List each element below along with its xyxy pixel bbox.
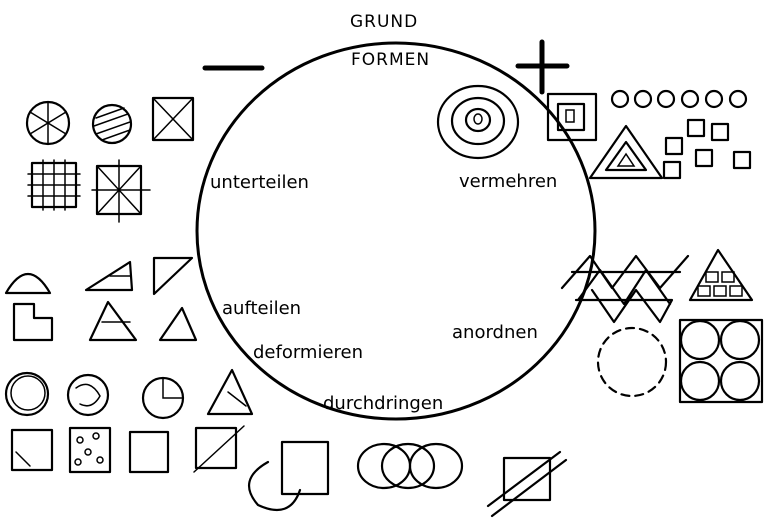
main-circle <box>195 41 597 421</box>
label-deformieren: deformieren <box>253 342 364 363</box>
label-durchdringen: durchdringen <box>323 393 444 414</box>
plus-sign <box>515 39 570 95</box>
deformed-shapes-sketch <box>4 368 254 474</box>
divided-shapes-sketch <box>25 96 195 223</box>
title-line-1: GRUND <box>350 12 419 32</box>
title-line-2: FORMEN <box>351 50 431 70</box>
multiplied-shapes-sketch <box>436 84 752 180</box>
label-aufteilen: aufteilen <box>222 298 302 319</box>
label-unterteilen: unterteilen <box>210 172 309 193</box>
arranged-shapes-sketch <box>560 248 764 404</box>
split-shapes-sketch <box>4 256 198 342</box>
label-anordnen: anordnen <box>452 322 538 343</box>
label-vermehren: vermehren <box>459 171 558 192</box>
interpenetrating-shapes-sketch <box>247 440 568 518</box>
